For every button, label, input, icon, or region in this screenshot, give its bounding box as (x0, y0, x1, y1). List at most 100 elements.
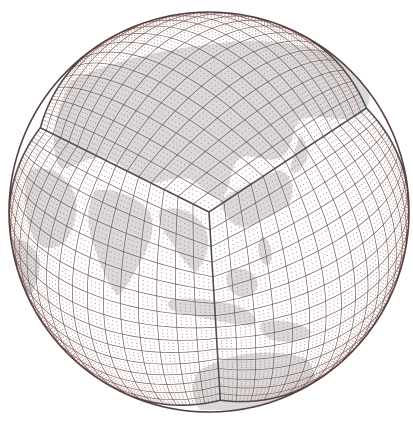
subcell-dot (323, 124, 324, 125)
subcell-dot (113, 262, 114, 263)
subcell-dot (325, 129, 326, 130)
subcell-dot (340, 358, 341, 359)
subcell-dot (380, 173, 381, 174)
subcell-dot (59, 142, 60, 143)
subcell-dot (264, 207, 265, 208)
subcell-dot (171, 386, 172, 387)
subcell-dot (264, 363, 265, 364)
subcell-dot (357, 270, 358, 271)
subcell-dot (345, 139, 346, 140)
subcell-dot (346, 351, 347, 352)
subcell-dot (37, 149, 38, 150)
subcell-dot (269, 210, 270, 211)
subcell-dot (367, 122, 368, 123)
subcell-dot (69, 242, 70, 243)
subcell-dot (260, 284, 261, 285)
subcell-dot (399, 246, 400, 247)
subcell-dot (222, 280, 223, 281)
subcell-dot (54, 233, 55, 234)
subcell-dot (364, 332, 365, 333)
subcell-dot (305, 317, 306, 318)
subcell-dot (315, 107, 316, 108)
subcell-dot (222, 227, 223, 228)
subcell-dot (387, 229, 388, 230)
subcell-dot (323, 119, 324, 120)
subcell-dot (135, 264, 136, 265)
subcell-dot (286, 211, 287, 212)
subcell-dot (253, 55, 254, 56)
subcell-dot (396, 190, 397, 191)
subcell-dot (67, 178, 68, 179)
subcell-dot (348, 90, 349, 91)
subcell-dot (43, 279, 44, 280)
subcell-dot (146, 394, 147, 395)
subcell-dot (175, 386, 176, 387)
subcell-dot (241, 367, 242, 368)
subcell-dot (67, 260, 68, 261)
subcell-dot (111, 384, 112, 385)
subcell-dot (94, 367, 95, 368)
subcell-dot (17, 179, 18, 180)
subcell-dot (329, 68, 330, 69)
subcell-dot (207, 15, 208, 16)
subcell-dot (152, 379, 153, 380)
subcell-dot (360, 116, 361, 117)
subcell-dot (117, 329, 118, 330)
subcell-dot (355, 331, 356, 332)
subcell-dot (304, 301, 305, 302)
subcell-dot (81, 317, 82, 318)
subcell-dot (35, 139, 36, 140)
subcell-dot (300, 273, 301, 274)
subcell-dot (71, 191, 72, 192)
subcell-dot (388, 290, 389, 291)
subcell-dot (183, 14, 184, 15)
subcell-dot (116, 349, 117, 350)
subcell-dot (164, 349, 165, 350)
subcell-dot (212, 400, 213, 401)
subcell-dot (263, 374, 264, 375)
subcell-dot (228, 15, 229, 16)
subcell-dot (345, 354, 346, 355)
subcell-dot (271, 35, 272, 36)
subcell-dot (188, 251, 189, 252)
subcell-dot (51, 158, 52, 159)
subcell-dot (305, 334, 306, 335)
subcell-dot (301, 234, 302, 235)
subcell-dot (401, 190, 402, 191)
subcell-dot (85, 362, 86, 363)
subcell-dot (228, 376, 229, 377)
subcell-dot (54, 192, 55, 193)
subcell-dot (248, 23, 249, 24)
subcell-dot (53, 202, 54, 203)
subcell-dot (383, 253, 384, 254)
subcell-dot (283, 233, 284, 234)
subcell-dot (375, 227, 376, 228)
subcell-dot (226, 268, 227, 269)
subcell-dot (29, 153, 30, 154)
subcell-dot (74, 155, 75, 156)
subcell-dot (41, 313, 42, 314)
subcell-dot (97, 194, 98, 195)
subcell-dot (329, 218, 330, 219)
subcell-dot (55, 271, 56, 272)
subcell-dot (275, 379, 276, 380)
subcell-dot (345, 264, 346, 265)
subcell-dot (215, 240, 216, 241)
subcell-dot (294, 212, 295, 213)
subcell-dot (294, 289, 295, 290)
subcell-dot (59, 327, 60, 328)
subcell-dot (113, 351, 114, 352)
subcell-dot (22, 266, 23, 267)
subcell-dot (24, 189, 25, 190)
subcell-dot (333, 141, 334, 142)
subcell-dot (399, 165, 400, 166)
subcell-dot (168, 225, 169, 226)
subcell-dot (228, 293, 229, 294)
subcell-dot (373, 278, 374, 279)
subcell-dot (345, 202, 346, 203)
subcell-dot (261, 182, 262, 183)
subcell-dot (406, 198, 407, 199)
subcell-dot (34, 278, 35, 279)
subcell-dot (299, 45, 300, 46)
subcell-dot (34, 157, 35, 158)
